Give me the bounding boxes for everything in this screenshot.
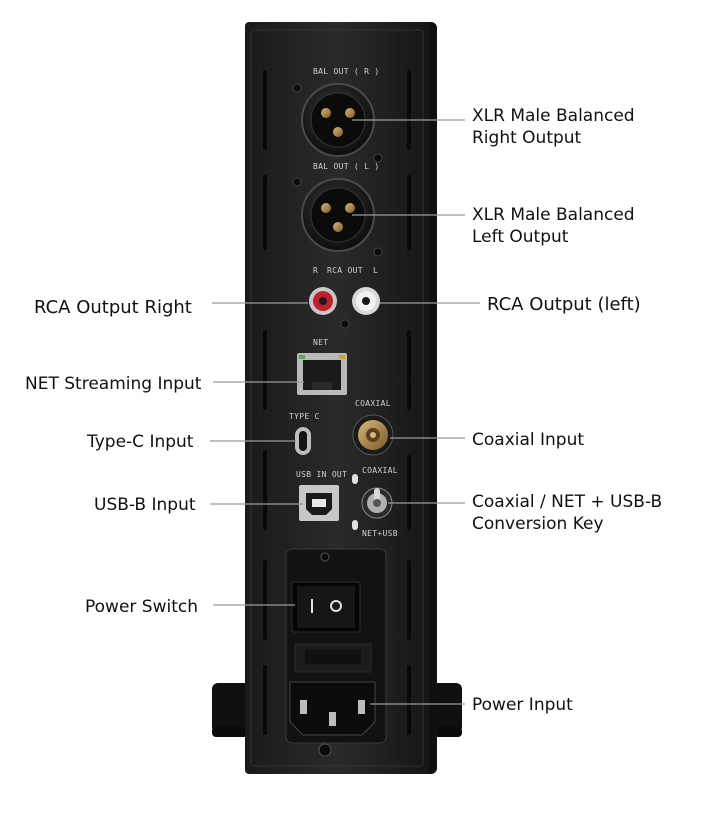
callout-net-input: NET Streaming Input [25,374,202,394]
callout-power-switch: Power Switch [85,597,199,617]
callout-power-input: Power Input [472,695,573,715]
conversion-toggle-switch [352,474,393,530]
rca-left-jack [352,287,380,315]
label-coaxial-top: COAXIAL [355,399,391,408]
callout-type-c-input: Type-C Input [87,432,194,452]
label-bal-out-l: BAL OUT ( L ) [313,162,380,171]
power-module [285,548,387,757]
label-type-c: TYPE C [289,412,320,421]
usb-b-port [299,485,339,521]
callout-xlr-right: XLR Male Balanced Right Output [472,105,635,149]
ethernet-port [297,353,347,395]
callout-rca-right: RCA Output Right [34,297,192,318]
rca-right-jack [309,287,337,315]
label-rca-r: R [313,266,319,275]
callout-coaxial-input: Coaxial Input [472,430,585,450]
xlr-right-connector [292,83,383,163]
callout-xlr-left-line1: XLR Male Balanced [472,205,635,225]
callout-conversion-key: Coaxial / NET + USB-B Conversion Key [472,491,662,535]
label-switch-coaxial: COAXIAL [362,466,398,475]
callout-xlr-left-line2: Left Output [472,227,569,247]
callout-xlr-left: XLR Male Balanced Left Output [472,204,635,248]
callout-conversion-key-line2: Conversion Key [472,514,604,534]
label-net: NET [313,338,329,347]
callout-rca-left: RCA Output (left) [487,294,641,315]
callout-xlr-right-line1: XLR Male Balanced [472,106,635,126]
type-c-port [295,427,311,455]
callout-usb-b-input: USB-B Input [94,495,196,515]
label-rca-l: L [373,266,379,275]
label-bal-out-r: BAL OUT ( R ) [313,67,380,76]
callout-conversion-key-line1: Coaxial / NET + USB-B [472,492,663,512]
callout-lines [210,119,480,705]
label-switch-net-usb: NET+USB [362,529,398,538]
callout-xlr-right-line2: Right Output [472,128,582,148]
label-usb-in: USB IN OUT [296,470,348,479]
coaxial-jack [352,414,394,456]
xlr-left-connector [292,177,383,257]
label-rca-out: RCA OUT [327,266,363,275]
